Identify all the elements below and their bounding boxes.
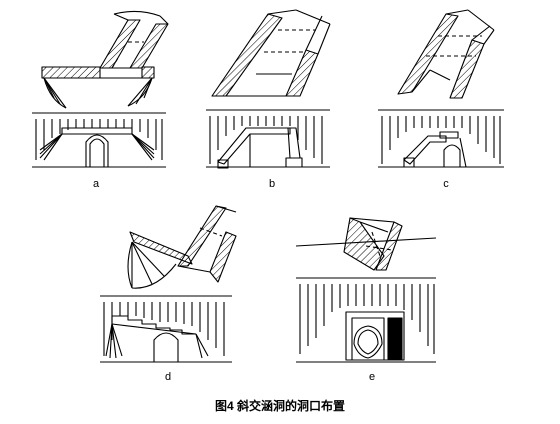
panel-a-elevation [32, 112, 166, 168]
panel-b-label: b [269, 178, 275, 190]
panel-a-plan [41, 10, 169, 109]
panel-e-plan [295, 217, 437, 271]
panel-e-label: e [369, 371, 375, 383]
panel-d-label: d [165, 371, 171, 383]
panel-c-plan [397, 9, 495, 99]
panel-c-label: c [443, 178, 449, 190]
panel-b-elevation [206, 109, 330, 169]
panel-e-elevation [296, 277, 436, 363]
panel-c-elevation [378, 109, 504, 168]
figure-caption: 图4 斜交涵洞的洞口布置 [214, 399, 345, 413]
panel-d-elevation [100, 295, 232, 363]
panel-b-plan [211, 9, 331, 97]
panel-d-plan [127, 205, 237, 289]
panel-a-label: a [93, 178, 100, 190]
